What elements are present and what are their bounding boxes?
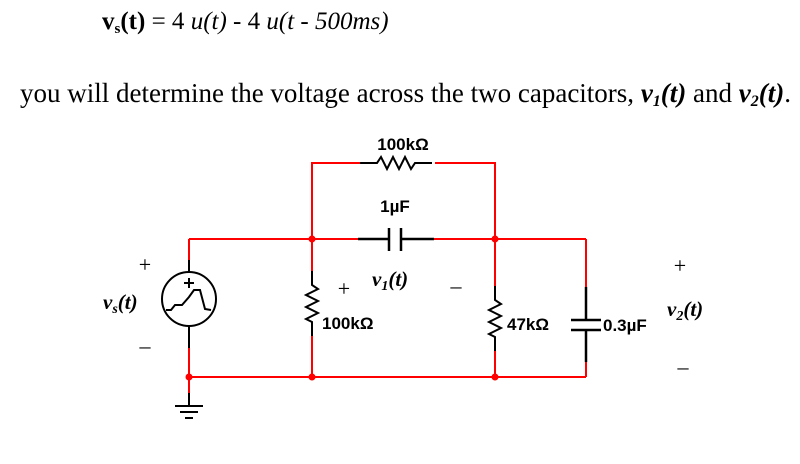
v2-minus: – — [677, 354, 690, 379]
wire-top-loop-left — [311, 162, 372, 239]
capacitor-c2-label: 0.3µF — [603, 316, 647, 335]
resistor-right-label: 47kΩ — [507, 315, 549, 334]
source-label: vs(t) — [103, 290, 138, 317]
voltage-source — [161, 260, 217, 348]
sentence-v1: v1(t) — [640, 78, 687, 110]
capacitor-c2 — [571, 287, 601, 362]
eq-lhs-arg: (t) — [120, 8, 146, 35]
junction-dot — [185, 373, 193, 381]
source-equation: vs(t) = 4 u(t) - 4 u(t - 500ms) — [102, 8, 389, 38]
junction-dot — [308, 373, 316, 381]
v2-plus: + — [674, 253, 686, 278]
capacitor-c1-label: 1µF — [380, 197, 410, 216]
capacitor-c1 — [358, 228, 434, 251]
v2-label: v2(t) — [667, 297, 703, 324]
wire-top-loop-right — [435, 162, 496, 239]
source-minus: – — [139, 333, 152, 358]
eq-rhs-u2: u(t - 500ms) — [266, 8, 389, 35]
v1-plus: + — [338, 276, 350, 301]
problem-sentence: you will determine the voltage across th… — [20, 78, 791, 111]
ground-icon — [175, 393, 203, 419]
sentence-v2: v2(t) — [738, 78, 785, 110]
source-plus: + — [139, 252, 151, 277]
resistor-top-label: 100kΩ — [377, 135, 428, 154]
v1-minus: – — [450, 273, 463, 298]
eq-rhs-part2: - 4 — [226, 8, 267, 35]
eq-lhs-sub: s — [114, 21, 121, 37]
resistor-top — [360, 154, 432, 172]
eq-rhs-u1: u(t) — [190, 8, 227, 35]
source-waveform-icon — [166, 289, 212, 311]
sentence-end: . — [784, 78, 791, 108]
eq-lhs-var: v — [102, 8, 115, 35]
junction-dot — [491, 235, 499, 243]
resistor-right — [486, 286, 504, 351]
junctions — [185, 235, 499, 381]
wires — [188, 162, 587, 393]
sentence-and: and — [686, 78, 739, 108]
resistor-left — [303, 271, 321, 336]
eq-rhs-part1: = 4 — [145, 8, 191, 35]
junction-dot — [491, 373, 499, 381]
sentence-text: you will determine the voltage across th… — [20, 78, 641, 108]
junction-dot — [308, 235, 316, 243]
v1-label: v1(t) — [372, 267, 408, 294]
resistor-left-label: 100kΩ — [322, 314, 373, 333]
